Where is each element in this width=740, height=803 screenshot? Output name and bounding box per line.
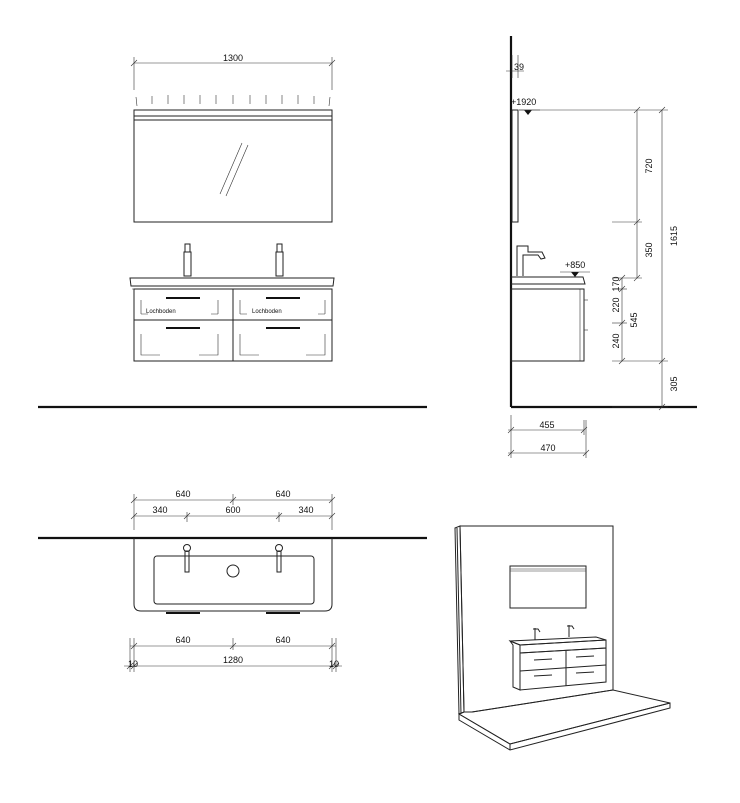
bottom-dim-640-right: 640 xyxy=(275,635,290,645)
side-view: 39 +1920 +850 xyxy=(506,36,697,458)
bottom-dim-640-left: 640 xyxy=(175,635,190,645)
mirror-width-label: 1300 xyxy=(223,53,243,63)
dim-240: 240 xyxy=(611,333,621,348)
top-dim-640-left: 640 xyxy=(175,489,190,499)
dim-720: 720 xyxy=(644,158,654,173)
light-rays xyxy=(135,95,331,107)
top-dim-340-right: 340 xyxy=(298,505,313,515)
perspective-view xyxy=(454,525,671,751)
dim-350: 350 xyxy=(644,242,654,257)
bottom-dim-10-right: 10 xyxy=(329,659,339,669)
top-dim-640-right: 640 xyxy=(275,489,290,499)
top-dim-340-left: 340 xyxy=(152,505,167,515)
vanity-height-mark: +850 xyxy=(565,260,585,270)
top-view: 640 640 340 600 340 xyxy=(38,489,427,672)
mirror-front xyxy=(133,109,333,223)
drawer-label-right: Lochboden xyxy=(252,309,282,315)
bottom-dim-10-left: 10 xyxy=(128,659,138,669)
faucet-top-left xyxy=(183,544,191,573)
mirror-height-mark: +1920 xyxy=(511,97,536,107)
top-dim-600: 600 xyxy=(225,505,240,515)
faucet-right xyxy=(275,243,284,277)
dim-545: 545 xyxy=(629,312,639,327)
dim-455: 455 xyxy=(539,420,554,430)
faucet-left xyxy=(183,243,192,277)
drawer-label-left: Lochboden xyxy=(146,309,176,315)
mirror-depth-label: 39 xyxy=(514,62,524,72)
dim-1615: 1615 xyxy=(669,226,679,246)
faucet-top-right xyxy=(275,544,283,573)
bottom-dim-1280: 1280 xyxy=(223,655,243,665)
dim-220: 220 xyxy=(611,297,621,312)
dim-170: 170 xyxy=(611,276,621,291)
basin-top-view xyxy=(133,538,333,612)
front-view: 1300 xyxy=(129,53,336,362)
dim-470: 470 xyxy=(540,443,555,453)
dim-305: 305 xyxy=(669,376,679,391)
